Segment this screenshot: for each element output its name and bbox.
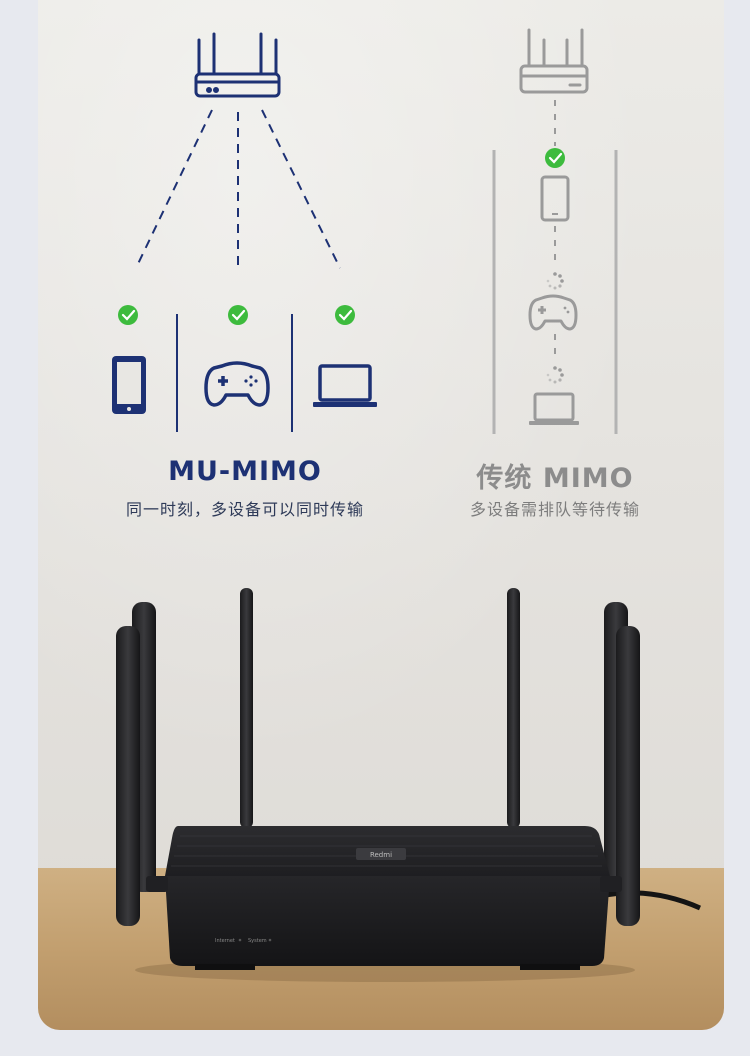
phone-icon [540, 175, 570, 222]
brand-logo: Redmi [370, 851, 392, 859]
traditional-mimo-title: 传统 MIMO [476, 463, 634, 494]
antenna [116, 626, 140, 926]
traditional-divider [492, 150, 618, 434]
internet-led [238, 938, 242, 942]
gamepad-icon [204, 361, 270, 407]
mu-signal-lines [135, 109, 341, 269]
traditional-router-icon [519, 28, 589, 94]
check-icon [118, 305, 138, 325]
loading-icon [546, 366, 564, 384]
router-front [165, 876, 610, 966]
mimo-comparison-diagram [112, 28, 618, 434]
mu-mimo-title: MU-MIMO [168, 456, 322, 487]
antenna [240, 588, 253, 828]
mu-divider [176, 314, 293, 432]
antenna [507, 588, 520, 828]
check-icon [545, 148, 565, 168]
led-label-internet: Internet [215, 938, 235, 944]
loading-icon [546, 272, 564, 290]
router-photo: Redmi Internet System [116, 588, 702, 982]
led-label-system: System [248, 938, 267, 944]
traditional-mimo-subtitle: 多设备需排队等待传输 [469, 500, 640, 519]
system-led [268, 938, 272, 942]
check-icon [228, 305, 248, 325]
laptop-icon [313, 364, 377, 407]
antenna [616, 626, 640, 926]
cable [599, 890, 702, 911]
brand-plate [356, 848, 406, 860]
mu-mimo-subtitle: 同一时刻，多设备可以同时传输 [125, 500, 364, 519]
gamepad-icon [528, 294, 578, 331]
phone-icon [112, 356, 146, 414]
laptop-icon [529, 392, 579, 425]
mu-router-icon [194, 32, 281, 98]
check-icon [335, 305, 355, 325]
